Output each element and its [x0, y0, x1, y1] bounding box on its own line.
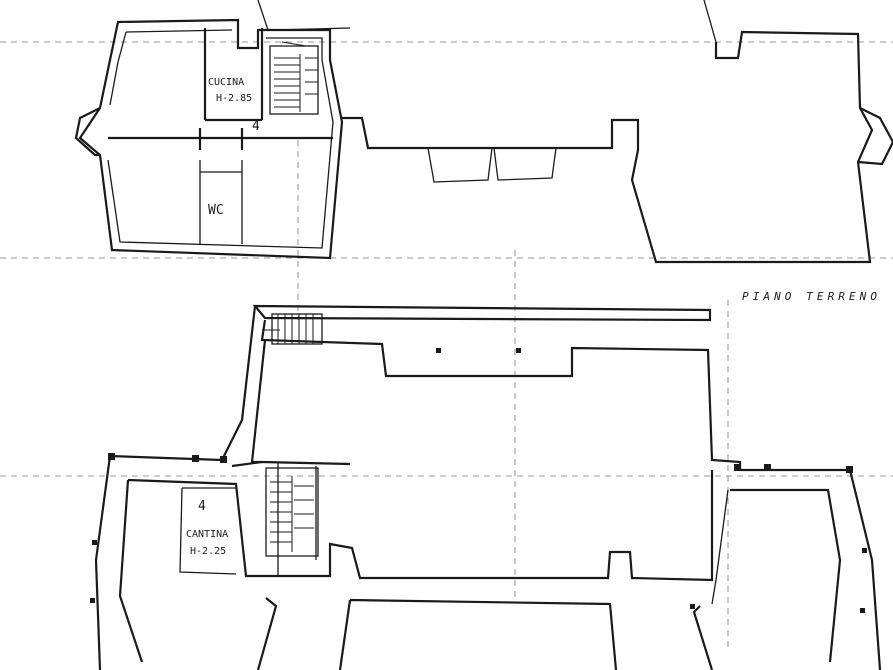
lower-left-wing — [94, 454, 278, 670]
kitchen-height-label: H-2.85 — [216, 93, 252, 104]
lower-right-wing — [692, 468, 882, 670]
reference-lines — [0, 41, 893, 650]
lower-floor-plan — [90, 304, 882, 670]
cellar-mark: 4 — [198, 499, 206, 514]
upper-right-wall — [342, 30, 874, 264]
wc-label: WC — [208, 203, 224, 218]
upper-right-bay — [857, 107, 893, 166]
cellar-height-label: H-2.25 — [190, 546, 226, 557]
upper-left-bay — [74, 107, 101, 157]
floor-label: PIANO TERRENO — [742, 290, 878, 303]
upper-floor-plan — [74, 0, 893, 264]
upper-left-inner-wall — [107, 29, 334, 249]
upper-staircase — [269, 41, 319, 115]
lower-staircase — [265, 467, 319, 557]
cellar-label: CANTINA — [186, 529, 228, 540]
upper-left-outer-wall — [78, 18, 344, 260]
lower-entry-steps — [262, 313, 323, 345]
kitchen-mark: 4 — [252, 119, 260, 134]
lower-top-wall — [252, 304, 712, 322]
kitchen-label: CUCINA — [208, 77, 244, 88]
